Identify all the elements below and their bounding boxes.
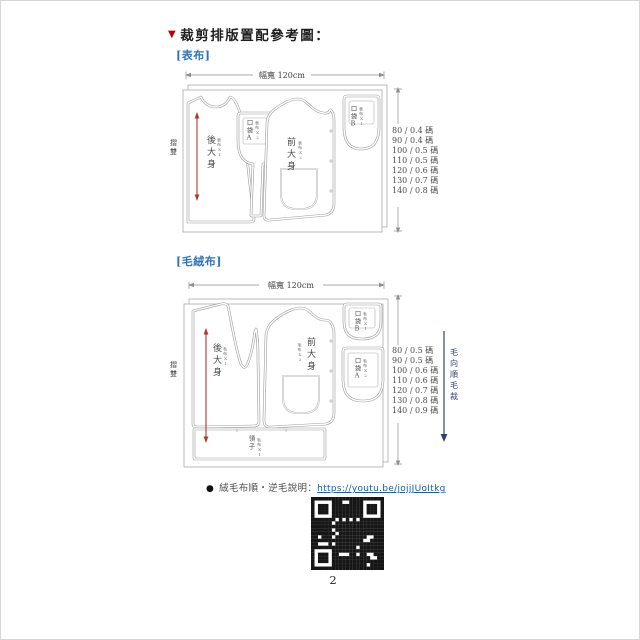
section-label-plush-fabric: [毛絨布] <box>176 255 222 268</box>
yardage-dimension <box>394 294 402 466</box>
video-link[interactable]: https://youtu.be/jojjJUoItkg <box>317 484 446 494</box>
back-body-label: 後大身 <box>205 134 216 171</box>
front-body-label: 前大身 <box>305 336 316 373</box>
back-body-cut-label: 表布X1 <box>217 137 222 158</box>
page-number: 2 <box>329 573 337 587</box>
cutting-layout-outer-fabric: 幅寬 120cm <box>170 70 438 233</box>
pocket-placement-mark <box>282 375 320 414</box>
yardage-row: 140 / 0.8 碼 <box>392 186 438 195</box>
yardage-row: 120 / 0.7 碼 <box>392 386 438 395</box>
notch-marks <box>329 129 333 193</box>
yardage-row: 80 / 0.5 碼 <box>392 346 433 355</box>
front-body-label: 前大身 <box>285 136 296 173</box>
notch-marks <box>329 339 333 403</box>
pocket-a-cut-label: 毛布X2 <box>363 358 368 379</box>
piece-pocket-a <box>341 346 385 403</box>
page-title-text: 裁剪排版置配參考圖： <box>180 28 331 44</box>
yardage-row: 110 / 0.5 碼 <box>392 156 438 165</box>
pocket-b-label: 口袋B <box>350 105 357 130</box>
collar-cut-label: 毛布X1 <box>257 437 262 458</box>
back-body-cut-label: 毛布X1 <box>223 346 228 367</box>
piece-collar <box>192 427 327 461</box>
pocket-b-cut-label: 毛布X1 <box>363 311 368 332</box>
piece-pocket-b <box>342 94 381 151</box>
red-triangle-icon: ▼ <box>168 28 178 40</box>
yardage-row: 130 / 0.7 碼 <box>392 176 438 185</box>
collar-label: 領子 <box>248 434 255 451</box>
width-dimension: 幅寬 120cm <box>188 280 385 290</box>
width-label: 幅寬 120cm <box>259 70 305 80</box>
yardage-list: 80 / 0.5 碼 90 / 0.5 碼 100 / 0.6 碼 110 / … <box>392 346 438 415</box>
pocket-b-cut-label: 表布X1 <box>359 106 364 127</box>
yardage-row: 80 / 0.4 碼 <box>392 126 433 135</box>
front-body-cut-label: 表布X2 <box>298 140 303 161</box>
yardage-row: 120 / 0.6 碼 <box>392 166 438 175</box>
pocket-b-label: 口袋B <box>354 310 361 335</box>
grainline-arrow <box>203 328 209 443</box>
pocket-placement-mark <box>280 168 318 210</box>
page-title: ▼ 裁剪排版置配參考圖： <box>168 24 330 44</box>
video-note-text: 絨毛布順・逆毛說明： <box>219 483 318 494</box>
piece-front-body <box>262 306 336 429</box>
bullet-icon: ● <box>206 484 215 494</box>
front-body-cut-label: 毛布X2 <box>298 342 303 363</box>
qr-code <box>311 497 384 570</box>
fold-label: 摺雙 <box>170 360 178 379</box>
piece-front-body <box>262 97 336 222</box>
yardage-row: 130 / 0.8 碼 <box>392 396 438 405</box>
yardage-row: 110 / 0.6 碼 <box>392 376 438 385</box>
yardage-row: 90 / 0.4 碼 <box>392 136 433 145</box>
nap-direction-arrow <box>440 331 448 442</box>
section-label-outer-fabric: [表布] <box>176 49 211 62</box>
width-dimension: 幅寬 120cm <box>185 70 385 80</box>
pocket-a-label: 口袋A <box>246 119 253 144</box>
back-body-label: 後大身 <box>211 342 222 379</box>
yardage-list: 80 / 0.4 碼 90 / 0.4 碼 100 / 0.5 碼 110 / … <box>392 126 438 195</box>
yardage-row: 100 / 0.6 碼 <box>392 366 438 375</box>
yardage-row: 90 / 0.5 碼 <box>392 356 433 365</box>
pocket-a-cut-label: 表布X2 <box>255 120 260 141</box>
cutting-layout-plush-fabric: 幅寬 120cm <box>170 280 459 468</box>
video-note: ● 絨毛布順・逆毛說明：https://youtu.be/jojjJUoItkg <box>206 483 446 495</box>
piece-pocket-b <box>342 302 383 341</box>
pocket-a-label: 口袋A <box>354 357 361 382</box>
grainline-arrow <box>194 112 200 201</box>
yardage-row: 140 / 0.9 碼 <box>392 406 438 415</box>
width-label: 幅寬 120cm <box>268 280 314 290</box>
yardage-dimension <box>394 87 402 233</box>
nap-direction-label: 毛向順毛裁 <box>450 347 459 403</box>
fold-label: 摺雙 <box>170 138 178 157</box>
yardage-row: 100 / 0.5 碼 <box>392 146 438 155</box>
